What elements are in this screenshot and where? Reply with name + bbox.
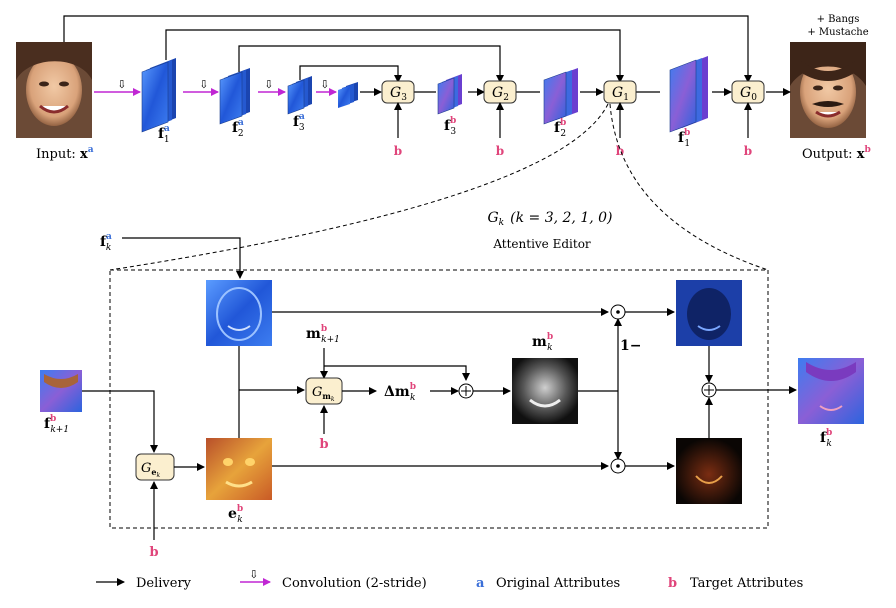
feature-stack-f1a <box>141 58 176 133</box>
edit-bangs: + Bangs <box>817 14 860 25</box>
target-inputs-top: b b b b <box>394 102 752 158</box>
image-fkb <box>798 358 864 424</box>
line-fk1b-ge <box>82 390 158 453</box>
zoom-line-right <box>609 103 769 271</box>
editor-title: Attentive Editor <box>492 237 591 251</box>
add-node-output <box>701 382 717 398</box>
editor-formula: Gk(k = 3, 2, 1, 0) <box>487 210 612 228</box>
input-image <box>16 42 92 138</box>
legend-target-glyph: b <box>668 576 677 591</box>
target-ge: b <box>149 545 158 560</box>
editor-box <box>109 269 769 529</box>
line-mprev-add <box>324 365 470 381</box>
one-minus-label: 1− <box>620 338 641 354</box>
legend-target: Target Attributes <box>690 576 803 591</box>
image-fk1b <box>40 370 82 412</box>
legend-convolution: Convolution (2-stride) <box>282 576 427 591</box>
svg-text:⇩: ⇩ <box>199 78 208 91</box>
svg-text:⇩: ⇩ <box>117 78 126 91</box>
feature-stack-f3b <box>437 74 462 115</box>
node-gm-label: Gmk <box>312 385 335 403</box>
legend-delivery: Delivery <box>136 576 192 591</box>
legend-original: Original Attributes <box>496 576 620 591</box>
zoom-line-left <box>109 103 609 271</box>
conv-arrows: ⇩ ⇩ ⇩ ⇩ <box>94 78 337 96</box>
add-node-mask <box>458 383 474 399</box>
generator-label-0: G3 <box>390 85 407 103</box>
image-mk <box>512 358 578 424</box>
image-masked-fka <box>676 280 742 346</box>
image-ek <box>206 438 272 500</box>
skip-f1a-g1 <box>165 29 624 83</box>
svg-text:b: b <box>744 144 752 158</box>
svg-text:b: b <box>394 144 402 158</box>
feature-stack-f2b <box>543 68 578 125</box>
generator-label-2: G1 <box>612 85 629 103</box>
svg-text:b: b <box>616 144 624 158</box>
generator-nodes: G3 G2 G1 G0 <box>381 80 765 104</box>
svg-text:b: b <box>496 144 504 158</box>
line-fka <box>122 237 244 279</box>
output-label: Output: xb <box>802 145 871 162</box>
skip-f2a-g2 <box>238 45 504 83</box>
svg-text:⇩: ⇩ <box>320 78 329 91</box>
feature-stack-bottleneck <box>338 82 358 108</box>
target-gm: b <box>319 437 328 452</box>
generator-label-3: G0 <box>740 85 757 103</box>
input-label: Input: xa <box>36 145 94 162</box>
legend-original-glyph: a <box>476 576 485 591</box>
svg-text:⇩: ⇩ <box>249 568 258 581</box>
image-fka <box>206 280 272 346</box>
generator-label-1: G2 <box>492 85 509 103</box>
feature-stack-f3a <box>287 76 312 115</box>
skip-f3a-g3 <box>299 65 402 83</box>
svg-text:⇩: ⇩ <box>264 78 273 91</box>
skip-line-input-g0 <box>63 15 752 83</box>
multiply-node-bottom <box>610 458 626 474</box>
legend: Delivery ⇩ Convolution (2-stride) a Orig… <box>96 568 803 591</box>
multiply-node-top <box>610 304 626 320</box>
edit-mustache: + Mustache <box>807 27 868 38</box>
output-image <box>790 42 866 138</box>
feature-stack-f1b <box>669 56 708 133</box>
image-masked-ek <box>676 438 742 504</box>
feature-stack-f2a <box>219 68 250 125</box>
node-ge-label: Gek <box>141 461 160 479</box>
